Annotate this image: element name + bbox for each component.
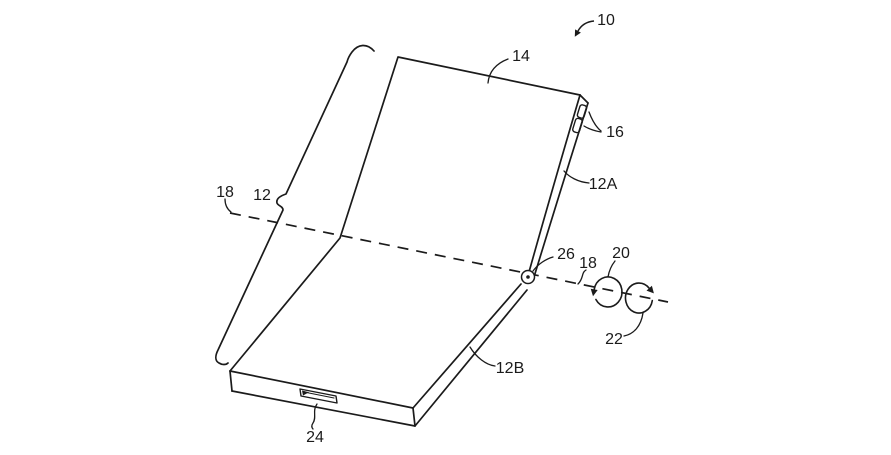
leader-buttons-lower (583, 125, 602, 133)
leader-connector (311, 403, 318, 430)
leader-rotation-b (623, 312, 644, 337)
reference-labels-group: 10 14 16 12A 12 18 26 18 20 22 12B 24 (216, 12, 630, 446)
rotation-arrow-22-head (646, 285, 654, 294)
leader-upper-housing (563, 170, 590, 184)
lower-front-bottom-edge (231, 390, 416, 427)
lower-left-corner-edge (229, 370, 233, 392)
label-device: 10 (597, 12, 615, 29)
leader-rotation-a (607, 260, 616, 278)
label-axis-right: 18 (579, 255, 597, 272)
side-button-upper (576, 104, 588, 119)
leader-axis-right (577, 269, 587, 285)
hinge-center-dot (526, 275, 530, 279)
label-housing: 12 (253, 187, 271, 204)
rotation-arrow-20-head (590, 288, 598, 297)
bend-axis-dashed-line (229, 212, 669, 303)
label-buttons: 16 (606, 124, 624, 141)
label-rotation-b: 22 (605, 331, 623, 348)
lower-right-corner-edge (412, 407, 416, 427)
top-bevel-edge (579, 94, 589, 104)
label-connector: 24 (306, 429, 324, 446)
leader-hinge (532, 256, 554, 272)
connector-plug-mark (302, 390, 309, 396)
connector-port-outline (299, 388, 338, 404)
connector-port-inner-line (303, 391, 335, 399)
rotation-arrows-group (590, 276, 654, 314)
device-outline-group (215, 44, 589, 427)
rotation-arrow-20 (593, 276, 623, 308)
display-right-edge (528, 94, 581, 273)
label-display: 14 (512, 48, 530, 65)
leader-buttons-upper (588, 111, 602, 132)
label-hinge: 26 (557, 246, 575, 263)
device-reference-arrow (577, 20, 595, 32)
lower-front-top-edge (229, 370, 414, 409)
leader-axis-left (224, 198, 232, 213)
leader-lower-housing (469, 346, 496, 367)
label-axis-left: 18 (216, 184, 234, 201)
label-rotation-a: 20 (612, 245, 630, 262)
lower-side-top-edge (412, 283, 522, 409)
lower-side-bottom-edge (414, 289, 528, 427)
leader-display (487, 58, 509, 84)
leader-lines-group (224, 58, 644, 430)
housing-profile-line (215, 44, 375, 366)
label-lower-housing: 12B (496, 360, 524, 377)
display-panel-outline (229, 56, 581, 372)
side-button-lower (572, 117, 583, 134)
label-upper-housing: 12A (589, 176, 618, 193)
device-reference-arrow-head (574, 29, 581, 37)
rotation-arrow-22 (624, 282, 654, 314)
